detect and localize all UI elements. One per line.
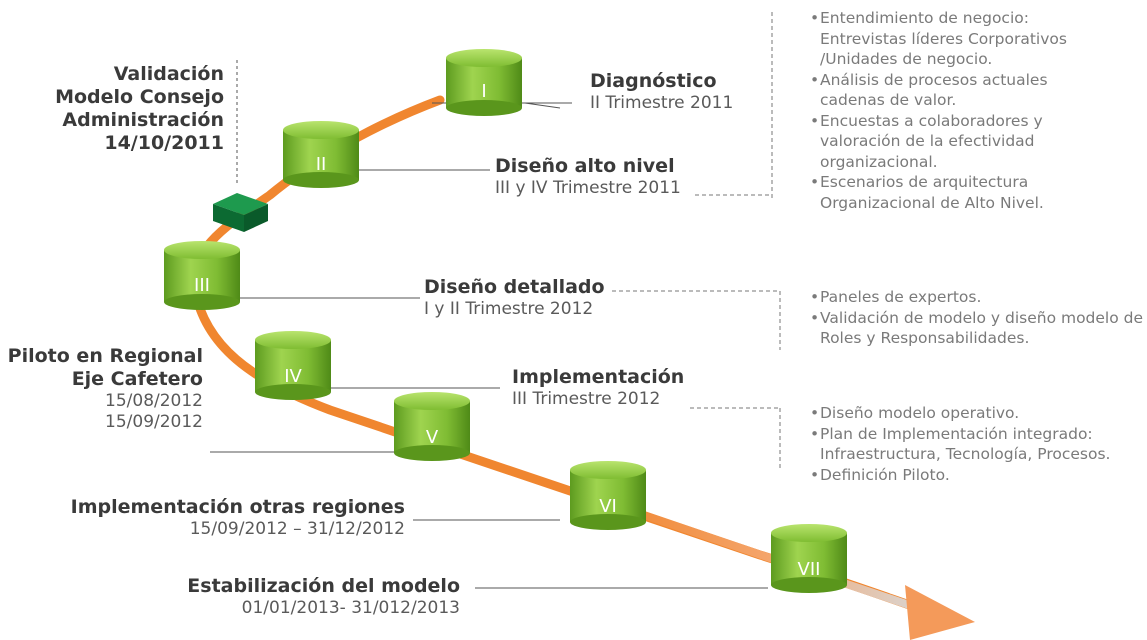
list-item: Validación de modelo y diseño modelo de … [810,308,1145,349]
validation-line: Validación [113,63,224,85]
phase-IV-label: Implementación III Trimestre 2012 [512,366,684,410]
stabilization-dates: 01/01/2013- 31/012/2013 [241,598,460,618]
phase-title: Diseño detallado [424,276,605,298]
phase-III-label: Diseño detallado I y II Trimestre 2012 [424,276,605,320]
stabilization-milestone: Estabilización del modelo 01/01/2013- 31… [187,575,460,619]
phase-period: III Trimestre 2012 [512,389,661,409]
cylinder-II [283,121,359,188]
list-item: Escenarios de arquitectura Organizaciona… [810,172,1110,213]
phase-period: II Trimestre 2011 [590,93,734,113]
numeral-I: I [481,81,486,102]
cylinder-IV [255,331,331,400]
phase-I-label: Diagnóstico II Trimestre 2011 [590,70,733,114]
phase-title: Diseño alto nivel [495,155,675,177]
phase-title: Diagnóstico [590,70,717,92]
list-item: Entendimiento de negocio: Entrevistas lí… [810,8,1110,70]
phase-II-label: Diseño alto nivel III y IV Trimestre 201… [495,155,681,199]
other-regions-dates: 15/09/2012 – 31/12/2012 [189,519,405,539]
list-item: Encuestas a colaboradores y valoración d… [810,111,1110,173]
list-item: Definición Piloto. [810,465,1140,486]
validation-line: 14/10/2011 [104,132,224,154]
list-item: Análisis de procesos actuales cadenas de… [810,70,1110,111]
pilot-date: 15/09/2012 [105,412,203,432]
diagnostic-bullets: Entendimiento de negocio: Entrevistas lí… [810,8,1110,213]
phase-period: I y II Trimestre 2012 [424,299,594,319]
numeral-V: V [426,427,439,448]
list-item: Plan de Implementación integrado: Infrae… [810,424,1140,465]
pilot-title: Eje Cafetero [71,368,203,390]
list-item: Paneles de expertos. [810,287,1145,308]
pilot-date: 15/08/2012 [105,391,203,411]
arrow-head-icon [905,585,975,640]
validation-line: Modelo Consejo [55,86,224,108]
numeral-VI: VI [599,496,617,517]
numeral-IV: IV [284,366,302,387]
cylinder-III [164,241,240,310]
cylinder-V [394,392,470,461]
detailed-bullets: Paneles de expertos. Validación de model… [810,287,1145,349]
timeline-path-tail [598,496,932,616]
cylinder-VII [771,524,847,593]
phase-period: III y IV Trimestre 2011 [495,178,681,198]
list-item: Diseño modelo operativo. [810,403,1140,424]
validation-line: Administración [62,109,224,131]
stabilization-title: Estabilización del modelo [187,575,460,597]
milestone-box-icon [213,193,268,232]
cylinder-VI [570,461,646,530]
other-regions-milestone: Implementación otras regiones 15/09/2012… [71,496,405,540]
validation-milestone: Validación Modelo Consejo Administración… [55,63,224,155]
phase-title: Implementación [512,366,685,388]
numeral-II: II [316,154,327,175]
implementation-bullets: Diseño modelo operativo. Plan de Impleme… [810,403,1140,485]
other-regions-title: Implementación otras regiones [70,496,405,518]
pilot-milestone: Piloto en Regional Eje Cafetero 15/08/20… [8,345,203,433]
numeral-VII: VII [798,559,821,580]
numeral-III: III [194,275,210,296]
dashed-brackets [612,12,781,470]
pilot-title: Piloto en Regional [7,345,203,367]
cylinder-I [446,49,522,116]
